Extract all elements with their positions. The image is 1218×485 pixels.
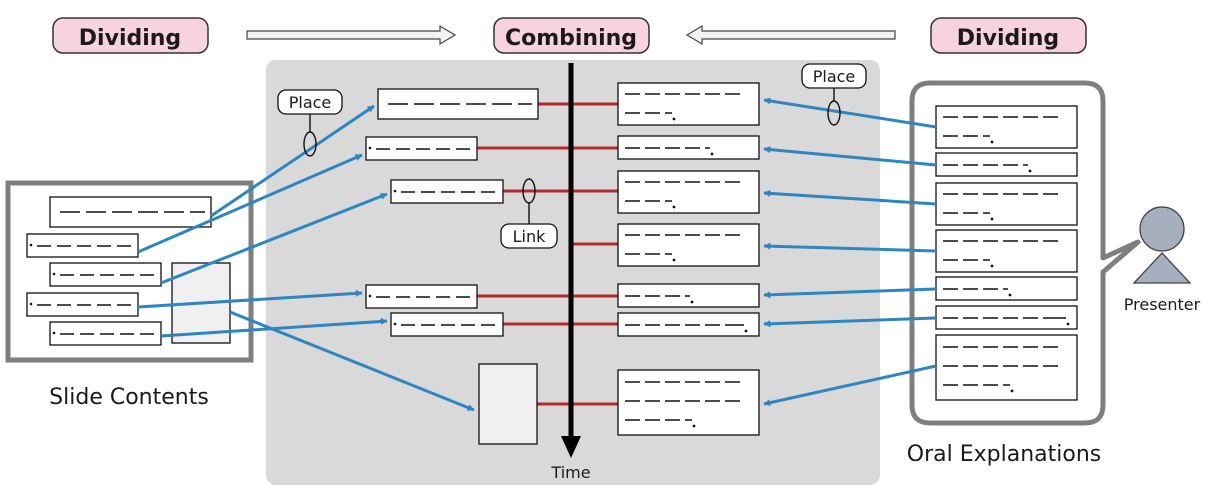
time-axis-arrow (561, 63, 581, 458)
combined-period-dots (672, 117, 748, 428)
ellipse-markers (303, 88, 841, 224)
slide-contents-label: Slide Contents (49, 385, 209, 410)
header-dividing-right-label: Dividing (957, 26, 1059, 51)
combined-bullet-dots (368, 146, 397, 326)
header-dividing-left-label: Dividing (79, 26, 181, 51)
place-callout-right: Place (801, 63, 867, 89)
oral-explanations-label: Oral Explanations (907, 442, 1101, 467)
slide-to-timeline-arrows (137, 104, 475, 412)
link-callout: Link (500, 223, 558, 249)
combined-oral-texture (625, 93, 744, 421)
combined-oral-box (617, 223, 760, 267)
header-dividing-left: Dividing (52, 17, 209, 54)
combined-oral-box (617, 170, 760, 214)
oral-segment-box (935, 229, 1078, 273)
combined-oral-box (617, 82, 760, 126)
oral-segment-texture (943, 116, 1066, 386)
header-combining-label: Combining (505, 26, 637, 51)
oral-to-timeline-arrows (763, 97, 937, 407)
combined-oral-box (617, 369, 760, 436)
hollow-arrow-left-icon (685, 24, 896, 46)
link-label: Link (513, 227, 547, 246)
place-label-right: Place (813, 67, 856, 86)
oral-segments (935, 105, 1078, 401)
oral-segment-box (935, 334, 1078, 401)
oral-period-dots (990, 140, 1070, 393)
header-combining: Combining (493, 17, 650, 54)
oral-segment-box (935, 182, 1078, 226)
time-label: Time (550, 463, 590, 482)
combined-slide-texture (376, 103, 532, 326)
link-lines (477, 102, 618, 406)
place-label-left: Place (289, 93, 332, 112)
presenter-label: Presenter (1124, 295, 1201, 314)
combined-figure-box (478, 363, 538, 445)
place-callout-left: Place (277, 89, 343, 115)
presenter-icon (1132, 206, 1192, 284)
slide-bullet-dots (29, 243, 56, 335)
header-dividing-right: Dividing (930, 17, 1087, 54)
slide-items (26, 196, 231, 346)
hollow-arrow-right-icon (246, 24, 457, 46)
oral-segment-box (935, 105, 1078, 149)
slide-item-texture (37, 211, 205, 335)
